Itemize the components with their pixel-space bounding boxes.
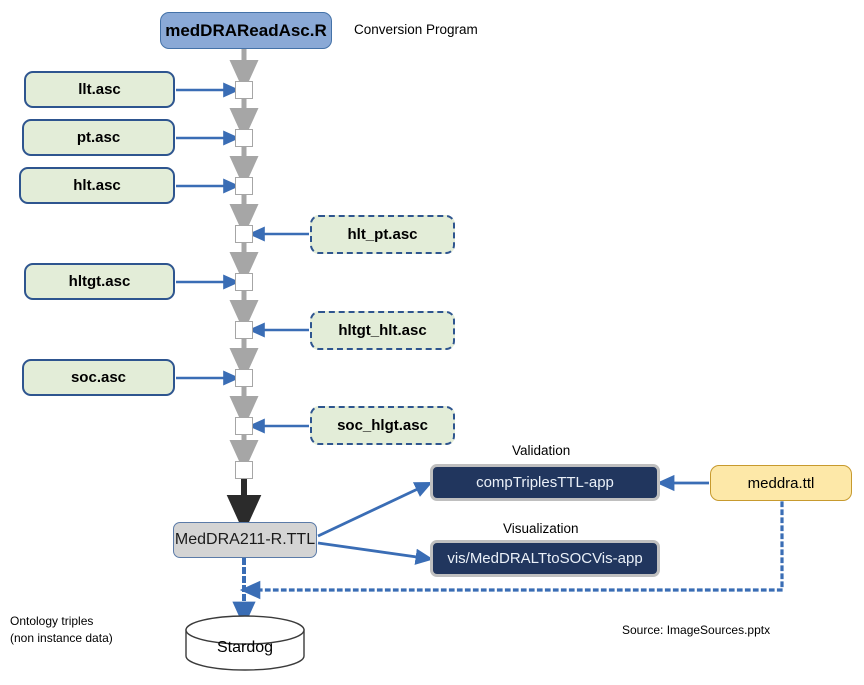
visualization-app-box[interactable]: vis/MedDRALTtoSOCVis-app — [430, 540, 660, 577]
relation-file-hlt-pt[interactable]: hlt_pt.asc — [310, 215, 455, 254]
input-file-llt[interactable]: llt.asc — [24, 71, 175, 108]
relation-file-soc-hlgt[interactable]: soc_hlgt.asc — [310, 406, 455, 445]
ontology-note-line2: (non instance data) — [10, 631, 113, 645]
validation-caption: Validation — [512, 443, 571, 458]
source-note: Source: ImageSources.pptx — [622, 623, 771, 637]
visualization-caption: Visualization — [503, 521, 579, 536]
pipeline-step-square — [235, 461, 253, 479]
relation-file-hltgt-hlt[interactable]: hltgt_hlt.asc — [310, 311, 455, 350]
input-file-hlt[interactable]: hlt.asc — [19, 167, 175, 204]
pipeline-step-square — [235, 273, 253, 291]
conversion-program-box[interactable]: medDRAReadAsc.R — [160, 12, 332, 49]
pipeline-step-square — [235, 417, 253, 435]
input-file-hltgt[interactable]: hltgt.asc — [24, 263, 175, 300]
input-arrows — [176, 82, 240, 386]
pipeline-step-square — [235, 129, 253, 147]
reference-ttl-box[interactable]: meddra.ttl — [710, 465, 852, 501]
validation-app-box[interactable]: compTriplesTTL-app — [430, 464, 660, 501]
output-ttl-box[interactable]: MedDRA211-R.TTL — [173, 522, 317, 558]
pipeline-step-square — [235, 81, 253, 99]
database-label: Stardog — [216, 639, 274, 656]
pipeline-step-square — [235, 369, 253, 387]
relation-arrows — [248, 226, 309, 434]
pipeline-step-square — [235, 321, 253, 339]
pipeline-step-square — [235, 177, 253, 195]
input-file-soc[interactable]: soc.asc — [22, 359, 175, 396]
output-to-app-arrows — [317, 481, 434, 565]
conversion-program-caption: Conversion Program — [354, 22, 478, 37]
input-file-pt[interactable]: pt.asc — [22, 119, 175, 156]
ontology-note-line1: Ontology triples — [10, 614, 94, 628]
pipeline-step-square — [235, 225, 253, 243]
